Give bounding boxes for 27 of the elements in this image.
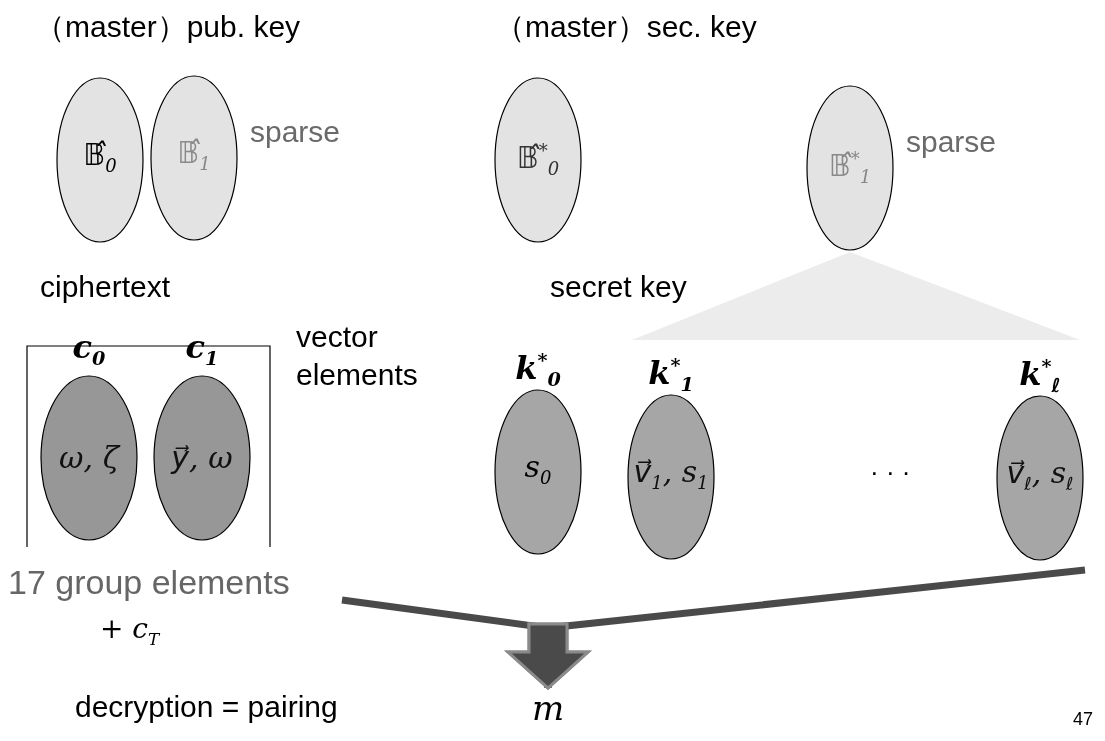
element-formula: 𝔹̂$_{0}$ — [82, 135, 118, 178]
ellipsis: · · · — [870, 456, 911, 489]
element-formula: v⃗$_{1}$, s$_{1}$ — [632, 452, 710, 495]
element-formula: s$_{0}$ — [523, 447, 553, 490]
element-formula: v⃗$_{ℓ}$, s$_{ℓ}$ — [1005, 453, 1075, 496]
key-ellipse — [150, 75, 238, 241]
element-formula: y⃗, ω — [169, 439, 234, 477]
message-symbol: m — [532, 690, 565, 726]
fan-shape — [632, 252, 1080, 340]
caption-text: secret key — [550, 270, 687, 304]
element-formula: ω, ζ — [58, 439, 122, 477]
vector-name: c$_{1}$ — [184, 327, 220, 373]
caption-text: 17 group elements — [8, 565, 290, 599]
caption-text: （master）sec. key — [495, 10, 757, 44]
element-formula: 𝔹̂$_{1}$ — [176, 133, 212, 176]
key-ellipse — [806, 85, 894, 251]
caption-text: decryption = pairing — [75, 690, 338, 724]
caption-text: vector elements — [296, 319, 419, 393]
key-ellipse — [56, 77, 144, 243]
sparse-note: sparse — [250, 115, 341, 149]
caption-text: + c$_{T}$ — [100, 612, 160, 651]
caption-text: （master）pub. key — [35, 10, 301, 44]
vector-name: c$_{0}$ — [71, 327, 107, 373]
caption-text: ciphertext — [40, 270, 171, 304]
key-ellipse — [494, 77, 582, 243]
sparse-note: sparse — [906, 125, 997, 159]
page-number: 47 — [1073, 708, 1094, 731]
